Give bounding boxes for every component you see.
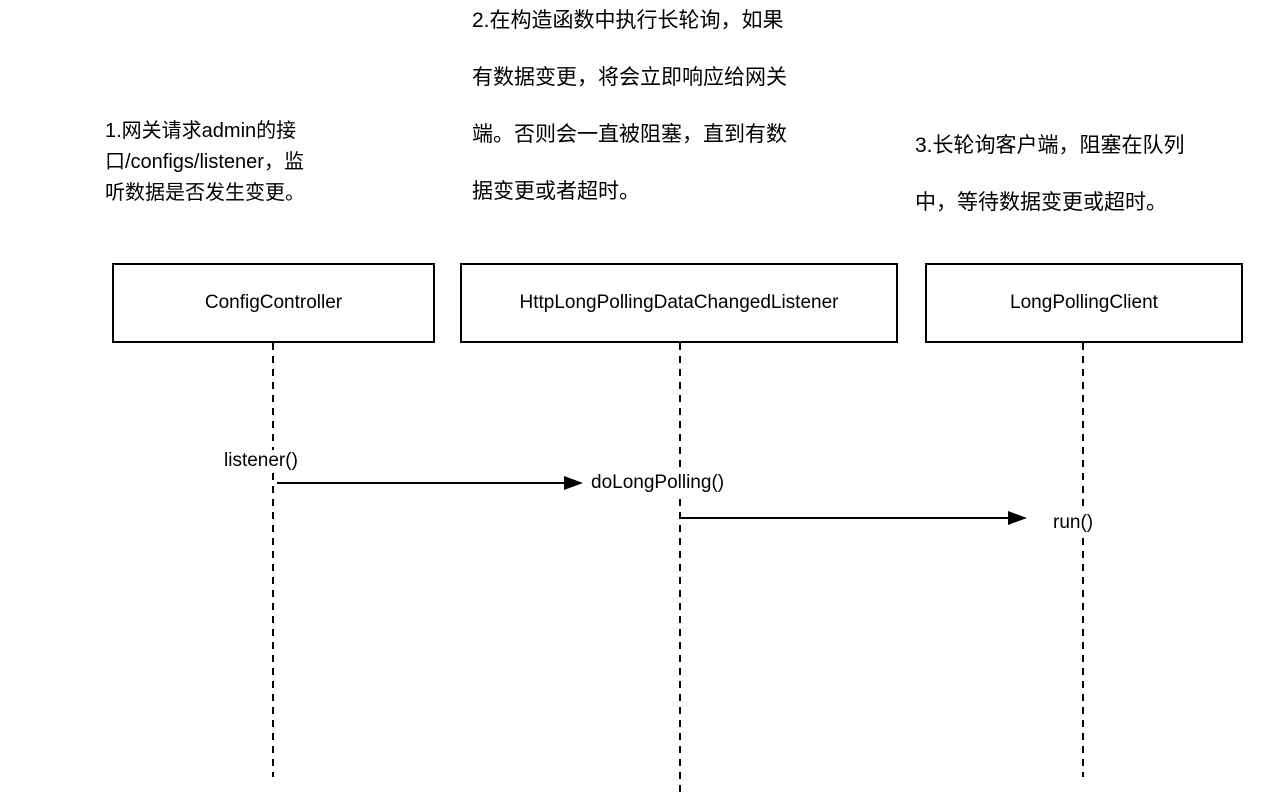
annotation-note-2: 2.在构造函数中执行长轮询，如果 有数据变更，将会立即响应给网关 端。否则会一直… <box>472 9 787 203</box>
participant-box-longpollingclient: LongPollingClient <box>925 263 1243 343</box>
participant-label-configcontroller: ConfigController <box>204 292 343 313</box>
lifeline-longpollingclient <box>1082 343 1084 777</box>
lifeline-configcontroller <box>272 343 274 777</box>
participant-box-httplongpollingdatachangedlistener: HttpLongPollingDataChangedListener <box>460 263 898 343</box>
message-label-listener: listener() <box>221 450 301 472</box>
message-label-run: run() <box>1050 512 1097 534</box>
annotation-note-1: 1.网关请求admin的接 口/configs/listener，监 听数据是否… <box>105 120 305 204</box>
message-arrow-listener <box>277 482 565 484</box>
arrowhead-right-icon <box>1008 511 1027 525</box>
lifeline-httplongpollingdatachangedlistener <box>679 343 681 796</box>
participant-box-configcontroller: ConfigController <box>112 263 435 343</box>
message-arrow-dolongpolling <box>681 517 1009 519</box>
participant-label-longpollingclient: LongPollingClient <box>1010 292 1158 313</box>
annotation-note-3: 3.长轮询客户端，阻塞在队列 中，等待数据变更或超时。 <box>915 134 1185 214</box>
arrowhead-right-icon <box>564 476 583 490</box>
participant-label-httplongpollingdatachangedlistener: HttpLongPollingDataChangedListener <box>519 292 839 313</box>
message-label-dolongpolling: doLongPolling() <box>588 472 728 494</box>
